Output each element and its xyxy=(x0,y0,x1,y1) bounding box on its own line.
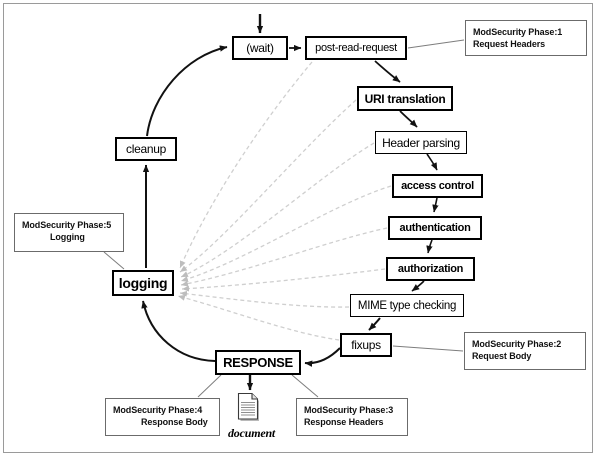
document-node: document xyxy=(228,392,276,441)
node-response-label: RESPONSE xyxy=(223,355,293,370)
document-icon xyxy=(237,392,263,424)
node-cleanup-label: cleanup xyxy=(126,142,166,156)
node-wait[interactable]: (wait) xyxy=(232,36,288,60)
node-uri-translation[interactable]: URI translation xyxy=(357,86,453,111)
edge-authn-to-logging-dashed xyxy=(180,227,388,287)
edge-cleanup-to-wait xyxy=(146,45,228,137)
note-phase4-line1: ModSecurity Phase:4 xyxy=(113,405,203,415)
note-phase2-line2: Request Body xyxy=(472,351,532,361)
edge-header-to-logging-dashed xyxy=(180,142,375,278)
node-post-read-request-label: post-read-request xyxy=(315,42,397,54)
node-mime-type-checking-label: MIME type checking xyxy=(357,299,457,312)
node-cleanup[interactable]: cleanup xyxy=(115,137,177,161)
edge-prr-to-logging-dashed xyxy=(179,61,313,269)
edge-authz-to-logging-dashed xyxy=(181,268,386,292)
note-modsecurity-phase-4: ModSecurity Phase:4 Response Body xyxy=(105,398,220,436)
node-authorization[interactable]: authorization xyxy=(386,257,475,281)
edge-fixups-to-response xyxy=(304,347,341,367)
edge-header-to-access xyxy=(426,153,438,171)
edge-authn-to-authz xyxy=(426,239,433,254)
node-uri-translation-label: URI translation xyxy=(364,91,446,106)
note-modsecurity-phase-3: ModSecurity Phase:3 Response Headers xyxy=(296,398,408,436)
node-fixups[interactable]: fixups xyxy=(340,333,392,357)
node-header-parsing[interactable]: Header parsing xyxy=(375,131,467,154)
node-authentication-label: authentication xyxy=(399,222,471,234)
note-phase3-line2: Response Headers xyxy=(304,417,384,427)
edge-fixups-to-logging-dashed xyxy=(177,294,340,341)
note-phase3-line1: ModSecurity Phase:3 xyxy=(304,405,394,415)
edge-mime-to-logging-dashed xyxy=(179,290,350,308)
note-modsecurity-phase-5: ModSecurity Phase:5 Logging xyxy=(14,213,124,252)
document-label: document xyxy=(228,426,276,440)
node-mime-type-checking[interactable]: MIME type checking xyxy=(350,294,464,317)
note-phase1-line1: ModSecurity Phase:1 xyxy=(473,27,563,37)
node-logging-label: logging xyxy=(118,275,168,291)
note-phase4-line2: Response Body xyxy=(141,417,208,427)
note-phase5-line1: ModSecurity Phase:5 xyxy=(22,220,112,230)
node-authentication[interactable]: authentication xyxy=(388,216,482,240)
node-post-read-request[interactable]: post-read-request xyxy=(305,36,407,60)
leader-phase3-to-response xyxy=(291,374,319,398)
note-phase5-line2: Logging xyxy=(50,232,85,242)
edge-uri-to-header xyxy=(399,110,418,128)
edge-response-to-logging xyxy=(141,300,216,362)
node-access-control-label: access control xyxy=(401,180,474,192)
edge-access-to-logging-dashed xyxy=(180,185,392,282)
note-phase1-line2: Request Headers xyxy=(473,39,546,49)
note-modsecurity-phase-2: ModSecurity Phase:2 Request Body xyxy=(464,332,586,370)
leader-phase1-to-prr xyxy=(407,39,465,49)
node-access-control[interactable]: access control xyxy=(392,174,483,198)
node-wait-label: (wait) xyxy=(246,41,274,55)
edge-authz-to-mime xyxy=(411,280,425,292)
leader-phase2-to-fixups xyxy=(392,345,464,352)
edge-mime-to-fixups xyxy=(368,317,381,331)
note-modsecurity-phase-1: ModSecurity Phase:1 Request Headers xyxy=(465,20,587,56)
edge-uri-to-logging-dashed xyxy=(179,99,357,273)
edge-access-to-authn xyxy=(432,197,439,213)
edge-prr-to-uri xyxy=(374,60,401,83)
node-fixups-label: fixups xyxy=(351,338,381,352)
leader-phase5-to-logging xyxy=(103,251,125,270)
leader-phase4-to-response xyxy=(197,374,222,398)
node-response[interactable]: RESPONSE xyxy=(215,350,301,375)
node-logging[interactable]: logging xyxy=(112,270,174,296)
note-phase2-line1: ModSecurity Phase:2 xyxy=(472,339,562,349)
node-authorization-label: authorization xyxy=(397,263,464,275)
node-header-parsing-label: Header parsing xyxy=(382,135,460,150)
